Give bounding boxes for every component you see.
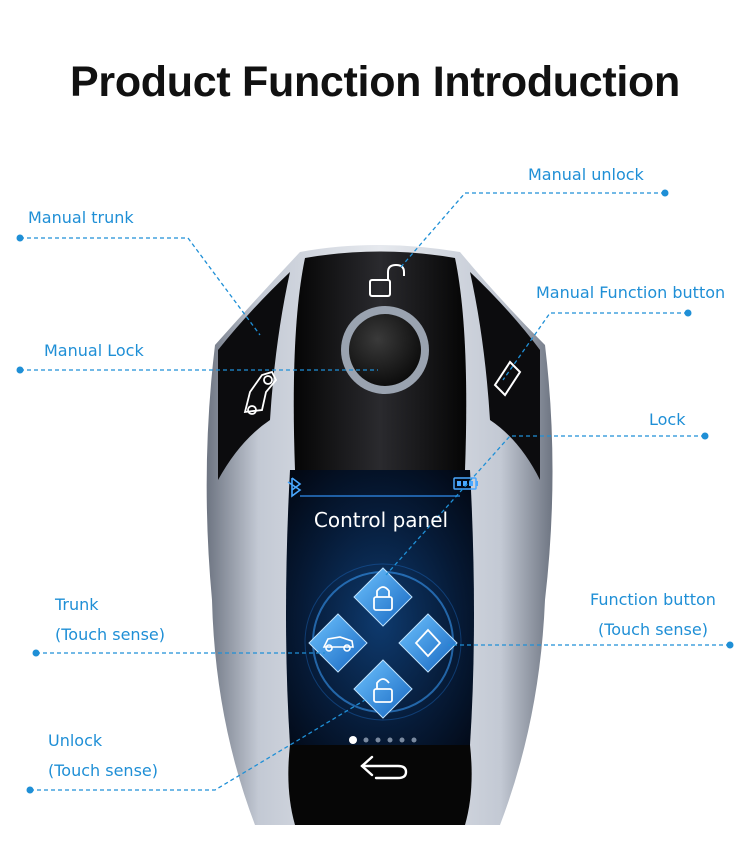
battery-icon (453, 477, 478, 490)
right-fin (470, 272, 540, 480)
label-manual-trunk: Manual trunk (28, 208, 134, 227)
back-arrow-icon[interactable] (360, 755, 408, 780)
left-fin (218, 272, 290, 480)
car-trunk-icon (243, 370, 278, 415)
diamond-icon (414, 628, 442, 658)
trunk-touch-button[interactable] (308, 613, 368, 673)
manual-lock-button-core (349, 314, 421, 386)
page-indicator (349, 736, 417, 744)
lock-touch-button[interactable] (353, 567, 413, 627)
lock-icon (373, 586, 393, 611)
leader-dots (16, 189, 734, 794)
function-touch-button[interactable] (398, 613, 458, 673)
glow-ring-outer (304, 563, 462, 721)
screen-title: Control panel (313, 508, 449, 532)
label-trunk: Trunk (Touch sense) (55, 595, 165, 644)
bottom-glass (288, 745, 472, 825)
label-function-button: Function button (Touch sense) (590, 590, 716, 639)
label-manual-lock: Manual Lock (44, 341, 144, 360)
bluetooth-icon (287, 477, 302, 498)
unlock-icon (369, 263, 405, 297)
label-lock: Lock (649, 410, 686, 429)
page-title: Product Function Introduction (70, 58, 680, 106)
unlock-icon (373, 678, 393, 703)
unlock-touch-button[interactable] (353, 659, 413, 719)
leader-lines (20, 192, 730, 791)
label-manual-function-button: Manual Function button (536, 283, 726, 302)
label-unlock: Unlock (Touch sense) (48, 731, 158, 780)
car-trunk-icon (322, 636, 354, 652)
diamond-icon (493, 360, 522, 397)
label-manual-unlock: Manual unlock (528, 165, 644, 184)
